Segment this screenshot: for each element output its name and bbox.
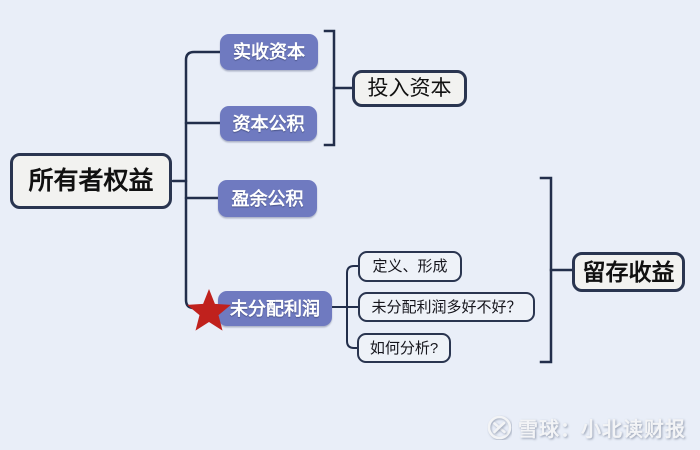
- watermark: 雪球：小北读财报: [487, 412, 686, 442]
- node-surplus-reserve[interactable]: 盈余公积: [218, 180, 317, 217]
- node-is-more-profit-good[interactable]: 未分配利润多好不好？: [358, 292, 535, 322]
- node-owners-equity[interactable]: 所有者权益: [10, 153, 172, 209]
- node-undistributed-profit[interactable]: 未分配利润: [218, 291, 332, 326]
- connector-undistributed-subs: [346, 265, 359, 349]
- node-capital-reserve[interactable]: 资本公积: [220, 106, 317, 141]
- bracket-retained-earnings: [539, 176, 553, 364]
- node-paid-in-capital[interactable]: 实收资本: [220, 34, 318, 70]
- node-retained-earnings[interactable]: 留存收益: [572, 252, 685, 292]
- bracket-invested-capital: [323, 29, 336, 147]
- node-how-to-analyze[interactable]: 如何分析?: [357, 333, 451, 363]
- watermark-text: 雪球：小北读财报: [518, 418, 686, 441]
- node-invested-capital[interactable]: 投入资本: [352, 70, 467, 107]
- xueqiu-logo-icon: [487, 415, 512, 439]
- node-definition-formation[interactable]: 定义、形成: [358, 251, 462, 282]
- connector-trunk: [184, 50, 222, 310]
